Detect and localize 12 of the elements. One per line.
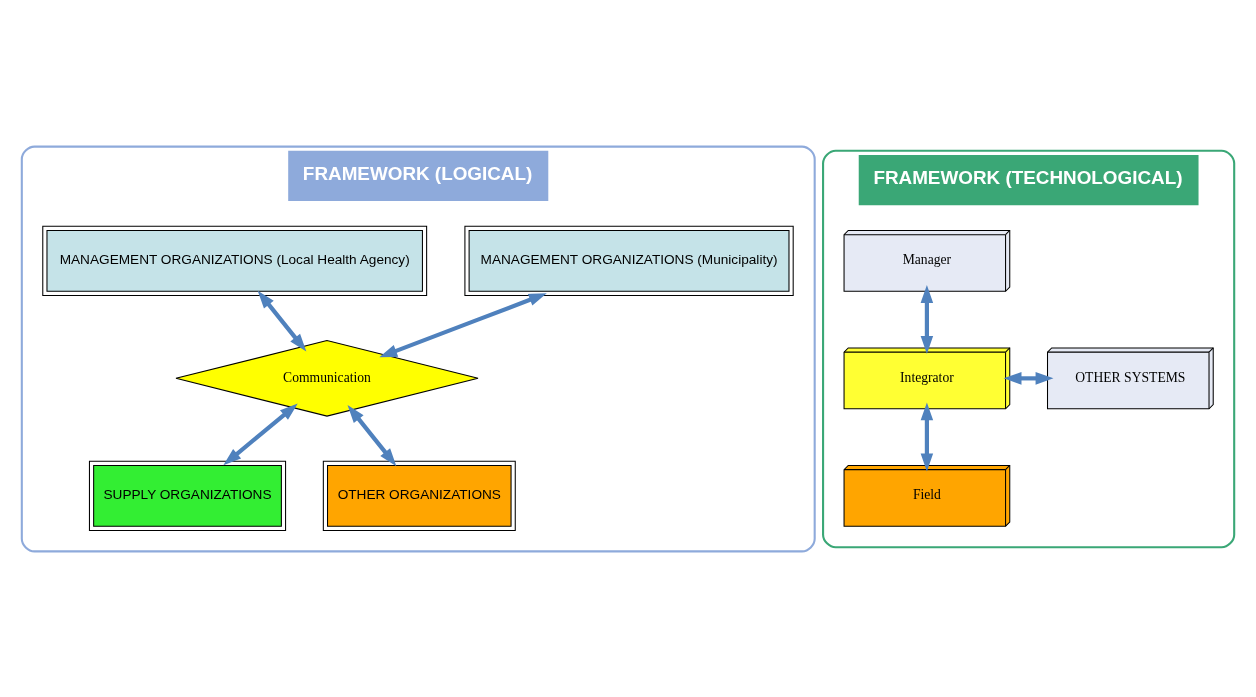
arrow	[257, 290, 307, 352]
arrow	[347, 404, 397, 466]
arrow	[223, 403, 298, 465]
arrow	[920, 284, 934, 354]
node-box: OTHER ORGANIZATIONS	[322, 460, 516, 531]
node-diamond: Communication	[175, 339, 479, 417]
node-box: MANAGEMENT ORGANIZATIONS (Municipality)	[464, 225, 794, 296]
arrow	[920, 401, 934, 471]
node-box: SUPPLY ORGANIZATIONS	[88, 460, 287, 531]
arrow	[1003, 371, 1054, 385]
node-box: MANAGEMENT ORGANIZATIONS (Local Health Agency)	[42, 225, 428, 296]
arrow	[379, 292, 547, 357]
